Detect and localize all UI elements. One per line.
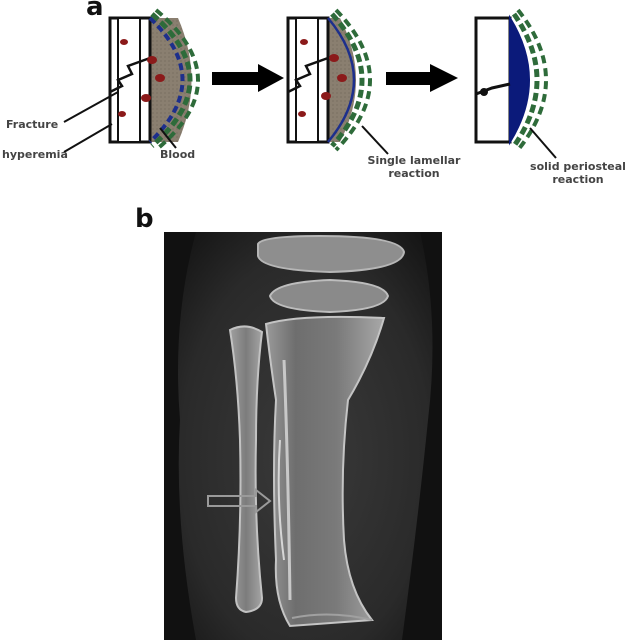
leader-line-solid-periosteal [529, 127, 557, 159]
solid-new-bone [509, 14, 530, 146]
periosteal-reaction [277, 439, 285, 561]
progression-arrow-2 [386, 64, 458, 92]
tibia-shaft [264, 315, 386, 628]
periosteum-green-dashed-outer [516, 8, 548, 152]
bone-cortex [474, 16, 512, 144]
stage-2-single-lamellar [286, 8, 389, 155]
leader-line-blood [159, 127, 177, 149]
periosteum-green-dashed-inner [511, 12, 540, 148]
periosteum-green-dashed-outer [154, 8, 200, 152]
hemorrhage-spot [329, 54, 339, 62]
periosteum-green-dashed-inner [150, 12, 193, 148]
label-single-lamellar: Single lamellar reaction [352, 154, 476, 180]
tibia-epiphysis [268, 278, 390, 314]
distal-physis [291, 613, 373, 621]
hemorrhage-spot [155, 74, 165, 82]
femur-epiphysis [257, 234, 406, 274]
progression-arrow-1 [212, 64, 284, 92]
periosteum-blue-dashed [148, 16, 185, 144]
panel-b-letter: b [135, 204, 154, 234]
hemorrhage-spot [298, 111, 306, 117]
label-single-lamellar-line1: Single lamellar [367, 154, 461, 167]
periosteum-green-dashed-outer [334, 8, 372, 152]
label-blood: Blood [160, 148, 196, 161]
label-fracture: Fracture [6, 118, 59, 131]
label-hyperemia: hyperemia [2, 148, 68, 161]
hemorrhage-spot [337, 74, 347, 82]
stage-3-solid-periosteal [474, 8, 557, 159]
label-single-lamellar-line2: reaction [388, 167, 440, 180]
hemorrhage-spot [147, 56, 157, 64]
leader-line-single-lamellar [361, 125, 389, 155]
leader-line-hyperemia [63, 123, 113, 153]
hemorrhage-spot [120, 39, 128, 45]
tibia-cortex-line [282, 359, 292, 601]
hemorrhage-spot [321, 92, 331, 100]
label-solid-periosteal-line2: reaction [552, 173, 604, 186]
lamellar-periosteal-line [327, 17, 356, 143]
fracture-line [109, 56, 151, 94]
hemorrhage-spot [118, 111, 126, 117]
stage-1-fracture-hematoma [63, 8, 200, 153]
fibula [228, 325, 264, 614]
periosteum-green-dashed-inner [330, 12, 365, 148]
fracture-line [287, 56, 329, 94]
lesion-pointer-arrow [207, 487, 272, 515]
label-solid-periosteal: solid periosteal reaction [520, 160, 636, 186]
panel-a-letter: a [86, 0, 104, 22]
hemorrhage-spot [141, 94, 151, 102]
leader-line-fracture [63, 91, 119, 123]
hemorrhage-spot [300, 39, 308, 45]
label-solid-periosteal-line1: solid periosteal [530, 160, 626, 173]
